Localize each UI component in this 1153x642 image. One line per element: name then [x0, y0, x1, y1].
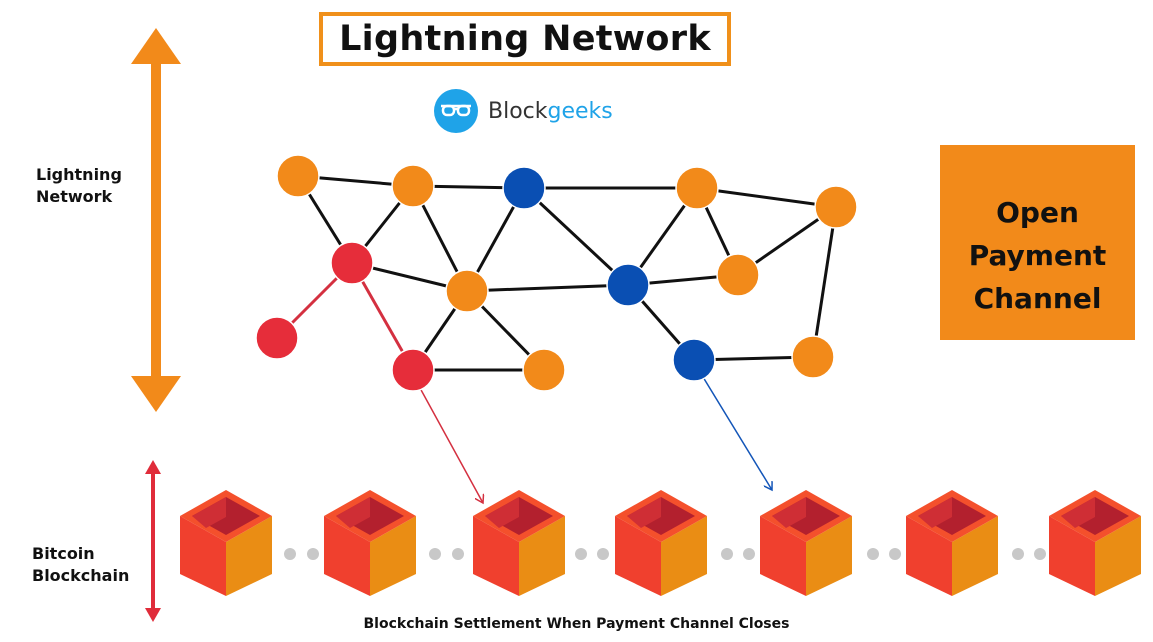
footer-caption: Blockchain Settlement When Payment Chann…: [363, 616, 790, 632]
node-red: [391, 348, 435, 392]
block: [906, 490, 998, 596]
node-orange: [791, 335, 835, 379]
node-blue: [502, 166, 546, 210]
lightning-label-line1: Lightning: [36, 165, 122, 184]
node-orange: [276, 154, 320, 198]
block: [615, 490, 707, 596]
blockchain-layer-double-arrow: [145, 460, 161, 622]
bitcoin-label-line2: Blockchain: [32, 566, 130, 585]
bitcoin-label-line1: Bitcoin: [32, 544, 95, 563]
node-blue: [672, 338, 716, 382]
connector-dot: [889, 548, 901, 560]
connector-dot: [1012, 548, 1024, 560]
blockgeeks-logo: Blockgeeks: [434, 88, 613, 134]
block: [1049, 490, 1141, 596]
logo-text: Blockgeeks: [488, 99, 613, 124]
block: [180, 490, 272, 596]
connector-dot: [743, 548, 755, 560]
connector-dot: [429, 548, 441, 560]
red-settlement-arrow: [419, 387, 483, 503]
blue-settlement-arrow: [702, 376, 772, 490]
connector-dot: [307, 548, 319, 560]
block: [473, 490, 565, 596]
connector-dot: [575, 548, 587, 560]
page-title: Lightning Network: [339, 19, 711, 59]
block: [760, 490, 852, 596]
blockchain-blocks: [180, 490, 1141, 596]
lightning-network-label: Lightning Network: [36, 164, 122, 208]
connector-dot: [597, 548, 609, 560]
opc-line3: Channel: [973, 282, 1102, 315]
node-red: [330, 241, 374, 285]
opc-line1: Open: [996, 196, 1079, 229]
logo-text-geeks: geeks: [547, 98, 613, 124]
node-orange: [716, 253, 760, 297]
block: [324, 490, 416, 596]
lightning-label-line2: Network: [36, 187, 113, 206]
node-orange: [391, 164, 435, 208]
node-blue: [606, 263, 650, 307]
title-box: Lightning Network: [319, 12, 731, 66]
node-orange: [814, 185, 858, 229]
connector-dot: [452, 548, 464, 560]
node-orange: [445, 269, 489, 313]
network-nodes: [255, 154, 858, 392]
connector-dot: [284, 548, 296, 560]
open-payment-channel-text: Open Payment Channel: [940, 191, 1135, 320]
node-orange: [522, 348, 566, 392]
logo-text-block: Block: [488, 98, 548, 124]
glasses-icon: [434, 89, 478, 133]
block-connector-dots: [284, 548, 1046, 560]
connector-dot: [721, 548, 733, 560]
connector-dot: [1034, 548, 1046, 560]
bitcoin-blockchain-label: Bitcoin Blockchain: [32, 543, 129, 587]
connector-dot: [867, 548, 879, 560]
opc-line2: Payment: [968, 239, 1107, 272]
lightning-layer-double-arrow: [131, 28, 181, 412]
open-payment-channel-box: Open Payment Channel: [940, 145, 1135, 340]
node-orange: [675, 166, 719, 210]
node-red: [255, 316, 299, 360]
